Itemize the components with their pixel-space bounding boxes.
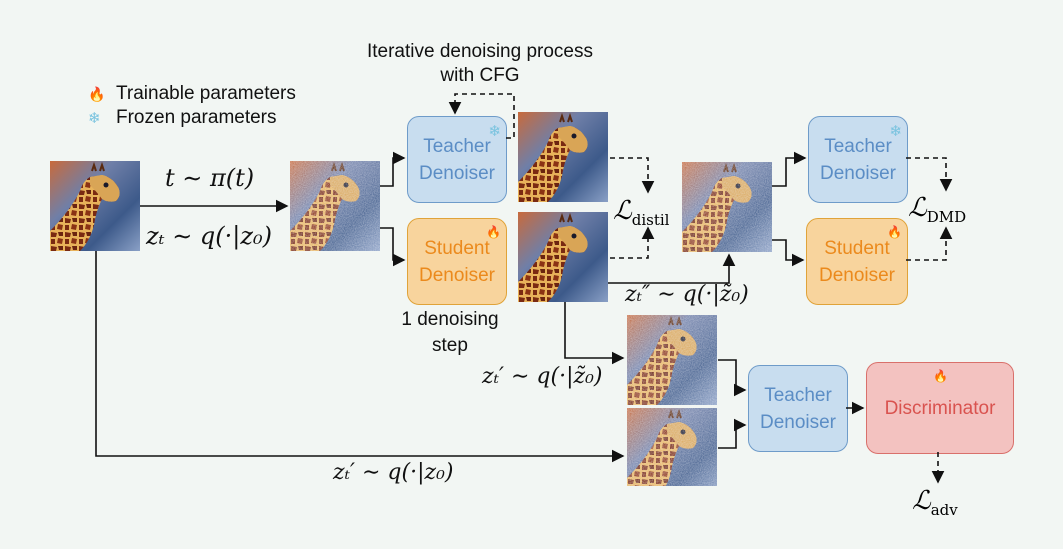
student1-line2: Denoiser [418,264,496,286]
student1-line1: Student [424,237,490,259]
teacher3-line2: Denoiser [759,411,837,433]
loss-adv-sub: adv [930,501,958,520]
flame-icon: 🔥 [88,85,106,102]
legend: 🔥 Trainable parameters ❄ Frozen paramete… [88,82,296,130]
snowflake-icon: ❄ [889,123,902,140]
one-step-line1: 1 denoising [401,309,499,330]
renoised-image-ztpp [682,162,772,252]
teacher-denoiser-3: Teacher Denoiser [748,365,848,452]
legend-frozen-label: Frozen parameters [116,107,277,128]
snowflake-icon: ❄ [488,123,501,140]
ztp-sample-label: zₜ′ ∼ q(·|z₀) [333,460,454,485]
loss-adv-base: ℒ [912,486,931,516]
teacher2-line2: Denoiser [819,162,897,184]
one-step-annotation: 1 denoising step [385,307,515,359]
student2-line1: Student [824,237,890,259]
legend-trainable-label: Trainable parameters [116,83,296,104]
teacher3-line1: Teacher [764,384,832,406]
noisy-image-zt [290,161,380,251]
discriminator-box: 🔥 Discriminator [866,362,1014,454]
flame-icon: 🔥 [887,225,902,239]
loss-dmd-base: ℒ [908,193,927,223]
loss-distil-base: ℒ [613,196,632,226]
student2-line2: Denoiser [818,264,896,286]
iterative-line2: with CFG [440,65,520,86]
ztpp-sample-label: zₜ″ ∼ q(·|z̃₀) [625,282,749,307]
renoised-student-image-ztp [626,315,718,405]
student-denoiser-2: 🔥 Student Denoiser [806,218,908,305]
loss-dmd-sub: DMD [926,208,967,227]
teacher1-line1: Teacher [423,135,491,157]
flame-icon: 🔥 [486,225,501,239]
teacher1-line2: Denoiser [418,162,496,184]
student-denoiser-1: 🔥 Student Denoiser [407,218,507,305]
teacher-denoiser-1: ❄ Teacher Denoiser [407,116,507,203]
teacher2-line1: Teacher [824,135,892,157]
loss-distil-sub: distil [631,211,670,230]
renoised-real-image-ztp [626,408,718,486]
loss-distil: ℒdistil [613,196,669,229]
iterative-annotation: Iterative denoising process with CFG [335,40,625,88]
loss-adv: ℒadv [912,486,958,519]
snowflake-icon: ❄ [88,110,101,127]
flame-icon: 🔥 [933,369,948,383]
ztp-tilde-sample-label: zₜ′ ∼ q(·|z̃₀) [482,364,603,389]
one-step-line2: step [432,335,468,356]
iterative-line1: Iterative denoising process [366,41,593,62]
discriminator-label: Discriminator [884,397,996,419]
zt-sample-label: zₜ ∼ q(·|z₀) [146,222,272,250]
t-sample-label: t ∼ π(t) [165,164,255,192]
loss-dmd: ℒDMD [908,193,966,226]
teacher-denoiser-2: ❄ Teacher Denoiser [808,116,908,203]
